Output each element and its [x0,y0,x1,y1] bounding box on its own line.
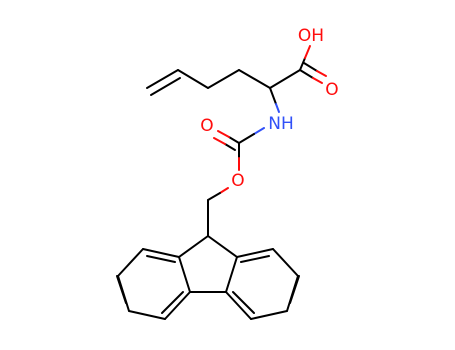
bond-rr-d1 [232,291,255,314]
bond-lr-d1 [161,291,184,314]
bond-c1-oh-a [299,57,306,71]
bond-rr-2 [225,291,252,320]
bond-c1-o-a1 [299,69,314,79]
bond-c1-oh-b [304,45,311,59]
bond-cc-o-a1 [228,136,240,144]
atom-label-ester-o: O [231,171,244,191]
bond-c4-c3 [207,69,240,89]
bond-n-cc-b [238,133,255,144]
bond-c3-c2 [238,69,271,89]
bond-c1-o-b1 [303,62,318,72]
bond-oe-ch2-a [219,187,229,194]
bond-n-cc-a [253,127,265,135]
bond-lr-3 [128,310,166,320]
bond-lr-6 [142,248,180,258]
bond-lr-5 [117,248,144,277]
bond-oe-ch2-b [207,192,221,201]
bond-c5-c4 [177,69,209,89]
bond-lr-d2 [116,275,127,304]
bond-vinyl-2 [150,77,181,96]
bond-rr-5 [272,248,299,277]
bond-c1-o-b2 [316,70,327,77]
bond-lr-1 [178,256,191,293]
atom-label-amine: NH [268,114,294,134]
bond-cc-o-b1 [224,143,236,151]
bond-rr-1 [225,256,238,293]
bond-cc-o-a2 [217,130,230,138]
atom-label-acid-carbonyl-o: O [325,80,338,100]
bond-lr-2 [164,291,191,320]
atom-label-carbamate-carbonyl-o: O [200,116,213,136]
bond-vinyl-1 [146,69,179,89]
bond-c2-n-a [269,87,277,105]
bond-c2-c1 [269,69,301,89]
bond-rr-d2 [289,275,300,304]
bond-c9-c8a [207,235,238,258]
bond-c2-n-b [275,103,280,113]
bond-rr-6 [236,248,274,258]
bond-cc-o-b2 [213,137,226,145]
bond-rr-3 [250,310,288,320]
bond-c9-c9a [178,235,209,258]
bond-lr-d3 [146,255,176,263]
bond-rr-d3 [240,255,270,263]
atom-label-hydroxyl: OH [298,26,324,46]
bond-c1-o-a2 [312,77,323,84]
